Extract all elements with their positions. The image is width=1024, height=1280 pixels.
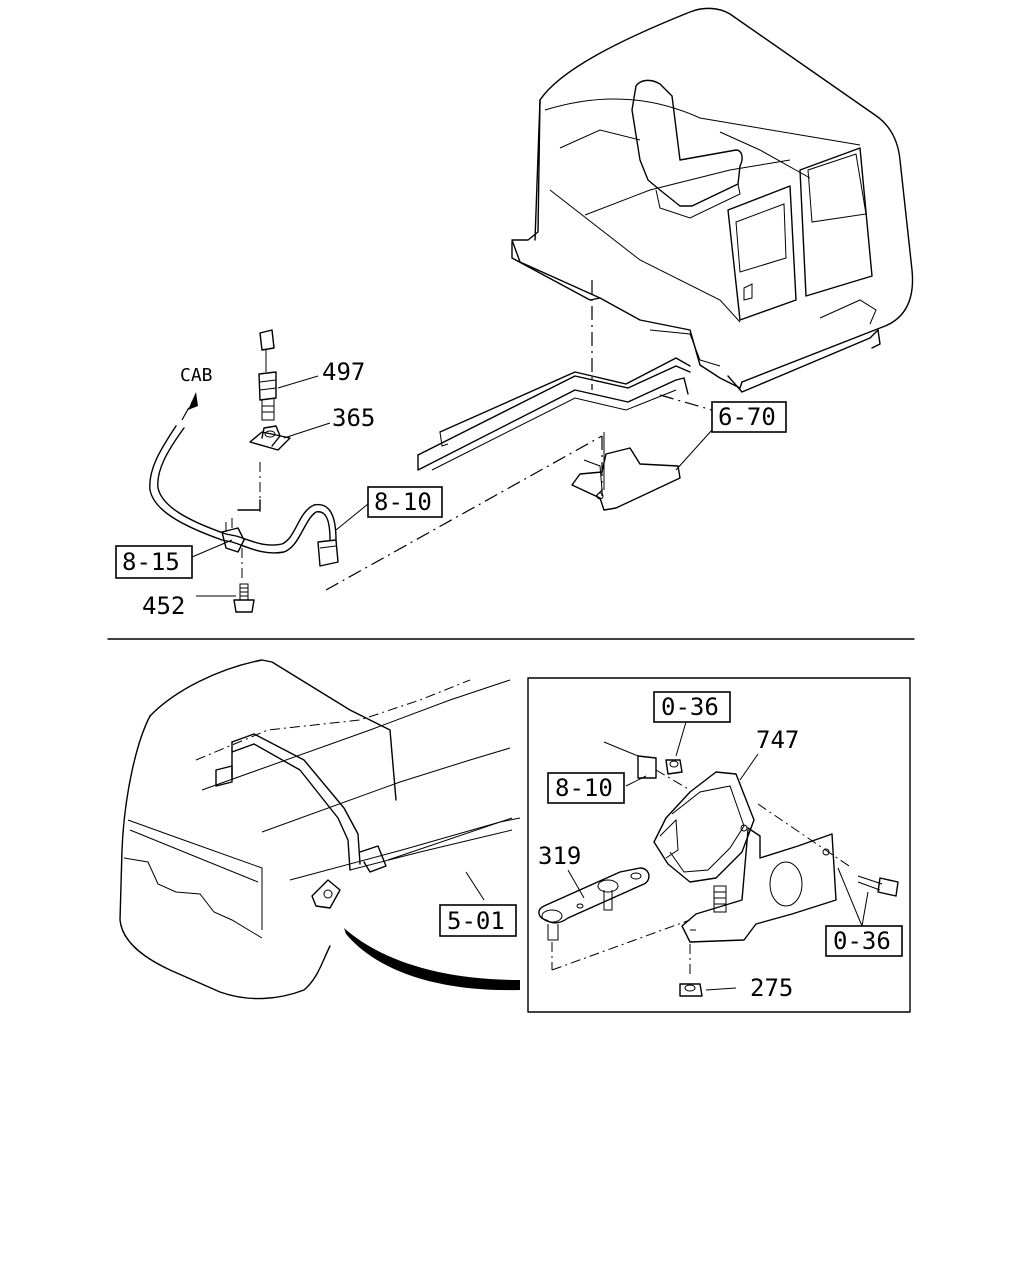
- ref-box-0-36-bottom[interactable]: 0-36: [825, 925, 903, 957]
- detail-pointer-arrow: [344, 928, 520, 991]
- relay-747-illustration: [653, 771, 755, 883]
- svg-text:0-36: 0-36: [833, 927, 891, 955]
- leader-8-15: [191, 539, 233, 558]
- cab-front-illustration: [119, 659, 521, 1000]
- svg-text:5-01: 5-01: [447, 907, 505, 935]
- leader-8-10-inset: [625, 775, 647, 787]
- bracket-365-illustration: [249, 425, 291, 451]
- bolt-452-illustration: [233, 583, 255, 613]
- part-number-452: 452: [142, 592, 185, 620]
- leader-0-36-top: [675, 721, 687, 757]
- plate-319-illustration: [538, 867, 650, 941]
- leader-5-01: [465, 871, 485, 901]
- crossmember-bracket-illustration: [571, 432, 681, 511]
- ref-box-8-10-top[interactable]: 8-10: [367, 486, 443, 518]
- leader-275: [705, 987, 737, 991]
- leader-365: [283, 422, 331, 439]
- bracket-bolt-centerline: [757, 803, 853, 869]
- cab-body-illustration: [511, 7, 914, 393]
- cab-frame-hoop-illustration: [215, 733, 387, 909]
- nut-275-illustration: [679, 944, 703, 997]
- leader-497: [277, 375, 319, 389]
- svg-text:8-10: 8-10: [555, 774, 613, 802]
- svg-text:8-15: 8-15: [122, 548, 180, 576]
- part-number-365: 365: [332, 404, 375, 432]
- connector-8-10-illustration: [603, 741, 691, 791]
- cab-direction-arrow: CAB: [180, 365, 213, 421]
- leader-0-36-bottom: [837, 867, 869, 927]
- frame-rail-illustration: [417, 357, 691, 471]
- leader-6-70: [675, 429, 713, 471]
- connector-route-line: [325, 435, 603, 591]
- ref-box-8-15[interactable]: 8-15: [115, 545, 193, 579]
- detail-inset-frame: [527, 677, 911, 1013]
- relay-bracket-illustration: [681, 827, 837, 943]
- bracket-6-70-leader: [659, 394, 713, 411]
- ref-box-8-10-inset[interactable]: 8-10: [547, 772, 625, 804]
- part-number-319: 319: [538, 842, 581, 870]
- ref-box-6-70[interactable]: 6-70: [711, 401, 787, 433]
- bolt-0-36-illustration: [857, 875, 899, 897]
- leader-747: [739, 753, 759, 781]
- switch-497-illustration: [258, 329, 277, 421]
- wire-harness-illustration: [149, 425, 339, 578]
- svg-text:8-10: 8-10: [374, 488, 432, 516]
- part-number-275: 275: [750, 974, 793, 1002]
- plate-mount-centerline: [551, 919, 691, 971]
- nut-0-36-top-illustration: [665, 759, 683, 775]
- ref-box-0-36-top[interactable]: 0-36: [653, 691, 731, 723]
- part-number-497: 497: [322, 358, 365, 386]
- cab-label: CAB: [180, 365, 213, 386]
- leader-8-10-top: [335, 503, 369, 531]
- leader-319: [567, 869, 585, 899]
- ref-box-5-01[interactable]: 5-01: [439, 904, 517, 937]
- svg-text:6-70: 6-70: [718, 403, 776, 431]
- svg-text:0-36: 0-36: [661, 693, 719, 721]
- part-number-747: 747: [756, 726, 799, 754]
